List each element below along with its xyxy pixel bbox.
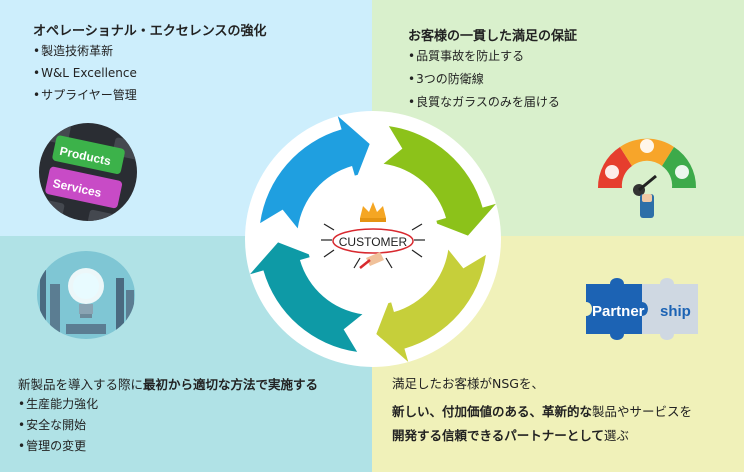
new-product-statement: 新製品を導入する際に最初から適切な方法で実施する [18,374,318,393]
cycle-arrow-bottom-right [376,249,486,363]
operational-excellence-title: オペレーショナル・エクセレンスの強化 [33,24,267,39]
customer-oval [332,228,414,254]
statement-bold: 開発する信頼できるパートナーとして [392,428,604,443]
lightbulb-innovation-icon [37,251,135,339]
cycle-arrow-bottom-left [249,242,363,352]
hand-pen-icon [359,252,384,269]
crown-icon [360,202,386,222]
statement-normal: 新製品を導入する際に [18,377,144,392]
statement-normal: 製品やサービスを [592,404,693,419]
cycle-arrow-top-left [260,115,370,229]
bullet-item: 安全な開始 [18,417,98,438]
bullet-item: 製造技術革新 [33,43,137,65]
bullet-item: 管理の変更 [18,438,98,459]
customer-satisfaction-title: お客様の一貫した満足の保証 [408,29,578,44]
statement-bold: 新しい、付加価値のある、革新的な [392,404,593,419]
statement-bold: 最初から適切な方法で実施する [143,377,319,392]
partnership-puzzle-icon: Partner ship [586,278,698,340]
bullet-item: サプライヤー管理 [33,87,137,109]
partner-statement-line1: 満足したお客様がNSGを、 [392,376,544,391]
customer-label: CUSTOMER [339,235,408,249]
bullet-item: 3つの防衛線 [408,71,560,94]
customer-cycle-diagram: CUSTOMER [245,111,501,367]
ship-label: ship [660,303,691,320]
customer-satisfaction-bullets: 品質事故を防止する 3つの防衛線 良質なガラスのみを届ける [408,48,560,117]
new-product-bullets: 生産能力強化 安全な開始 管理の変更 [18,396,98,459]
satisfaction-gauge-icon [597,138,697,218]
statement-normal: 選ぶ [603,428,629,443]
bullet-item: 生産能力強化 [18,396,98,417]
bullet-item: W&L Excellence [33,65,137,87]
partner-statement-line3: 開発する信頼できるパートナーとして選ぶ [392,425,629,444]
cycle-arrows [249,115,497,363]
operational-excellence-bullets: 製造技術革新 W&L Excellence サプライヤー管理 [33,43,137,109]
cycle-arrow-top-right [383,126,497,236]
bullet-item: 品質事故を防止する [408,48,560,71]
partner-statement-line2: 新しい、付加価値のある、革新的な製品やサービスを [392,401,692,420]
bullet-item: 良質なガラスのみを届ける [408,94,560,117]
emphasis-marks [321,223,425,269]
products-services-keyboard-icon: Products Services [39,123,137,221]
partner-label: Partner [592,303,645,320]
